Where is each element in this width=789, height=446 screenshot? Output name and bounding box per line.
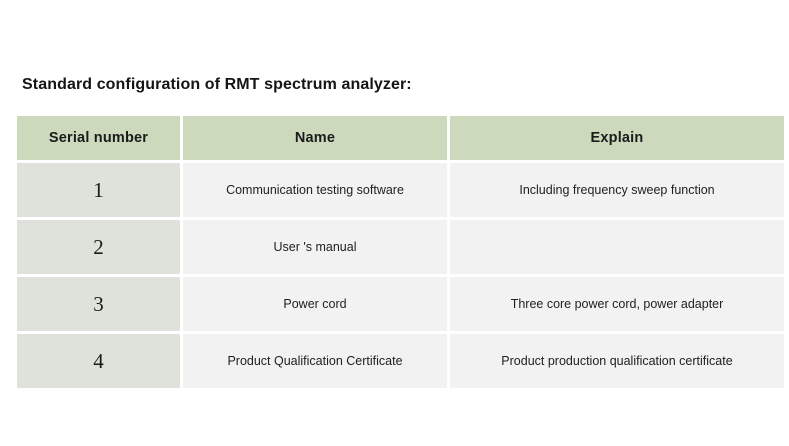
table-row: 2 User 's manual [17,220,784,274]
cell-serial-number: 1 [17,163,180,217]
column-header-explain: Explain [450,116,784,160]
column-header-name: Name [183,116,447,160]
cell-name: Communication testing software [183,163,447,217]
configuration-table: Serial number Name Explain 1 Communicati… [14,113,787,391]
cell-name: Product Qualification Certificate [183,334,447,388]
table-body: 1 Communication testing software Includi… [17,163,784,388]
table-row: 3 Power cord Three core power cord, powe… [17,277,784,331]
cell-explain [450,220,784,274]
cell-explain: Three core power cord, power adapter [450,277,784,331]
column-header-serial-number: Serial number [17,116,180,160]
cell-serial-number: 2 [17,220,180,274]
cell-serial-number: 4 [17,334,180,388]
cell-name: User 's manual [183,220,447,274]
cell-serial-number: 3 [17,277,180,331]
cell-explain: Including frequency sweep function [450,163,784,217]
table-row: 4 Product Qualification Certificate Prod… [17,334,784,388]
cell-name: Power cord [183,277,447,331]
table-header-row: Serial number Name Explain [17,116,784,160]
page-title: Standard configuration of RMT spectrum a… [22,76,412,93]
table-header: Serial number Name Explain [17,116,784,160]
table-row: 1 Communication testing software Includi… [17,163,784,217]
cell-explain: Product production qualification certifi… [450,334,784,388]
